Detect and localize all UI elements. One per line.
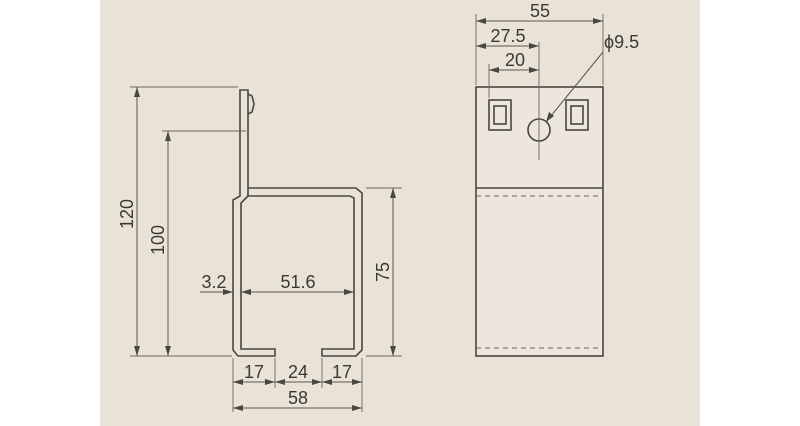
dim-label-20: 20 (505, 50, 525, 70)
side-view: 120 100 75 3.2 51.6 17 24 17 58 (117, 86, 402, 412)
arrow-120-top (134, 87, 140, 97)
hook-tab (247, 93, 255, 115)
dim-label-17-right: 17 (332, 362, 352, 382)
arrow-51-6-right (344, 289, 354, 295)
dim-label-120: 120 (117, 199, 137, 229)
arrow-55-right (593, 18, 603, 24)
arrow-17-right-end (352, 379, 362, 385)
arrow-17-left-end (265, 379, 275, 385)
arrow-27-5-right (529, 43, 539, 49)
arrow-100-top (165, 131, 171, 141)
arrow-24-right (312, 379, 322, 385)
dim-label-3-2: 3.2 (201, 272, 226, 292)
dim-label-51-6: 51.6 (280, 272, 315, 292)
arrow-3-2 (223, 289, 233, 295)
arrow-58-right (352, 405, 362, 411)
right-mounting-tab (565, 99, 589, 131)
dim-label-100: 100 (148, 225, 168, 255)
front-body (475, 86, 604, 357)
arrow-24-left (275, 379, 285, 385)
arrow-55-left (476, 18, 486, 24)
diameter-leader-line (545, 51, 604, 123)
diameter-leader-arrow (546, 112, 554, 122)
drawing-background (100, 0, 700, 426)
dim-label-75: 75 (373, 262, 393, 282)
arrow-120-bottom (134, 346, 140, 356)
dim-label-diameter: ϕ9.5 (604, 32, 639, 52)
dim-label-55: 55 (530, 1, 550, 21)
dim-label-58: 58 (288, 388, 308, 408)
arrow-17-left (233, 379, 243, 385)
left-mounting-tab (488, 99, 512, 131)
dim-label-17-left: 17 (244, 362, 264, 382)
channel-outline (248, 187, 363, 357)
bracket-profile (232, 89, 276, 357)
front-view: 55 27.5 20 ϕ9.5 (475, 1, 639, 357)
arrow-20-left (489, 67, 499, 73)
arrow-17-right (322, 379, 332, 385)
dim-label-27-5: 27.5 (490, 26, 525, 46)
arrow-51-6-left (241, 289, 251, 295)
dim-label-24: 24 (288, 362, 308, 382)
arrow-20-right (529, 67, 539, 73)
arrow-75-top (390, 188, 396, 198)
arrow-58-left (233, 405, 243, 411)
arrow-27-5-left (476, 43, 486, 49)
arrow-100-bottom (165, 346, 171, 356)
arrow-75-bottom (390, 346, 396, 356)
